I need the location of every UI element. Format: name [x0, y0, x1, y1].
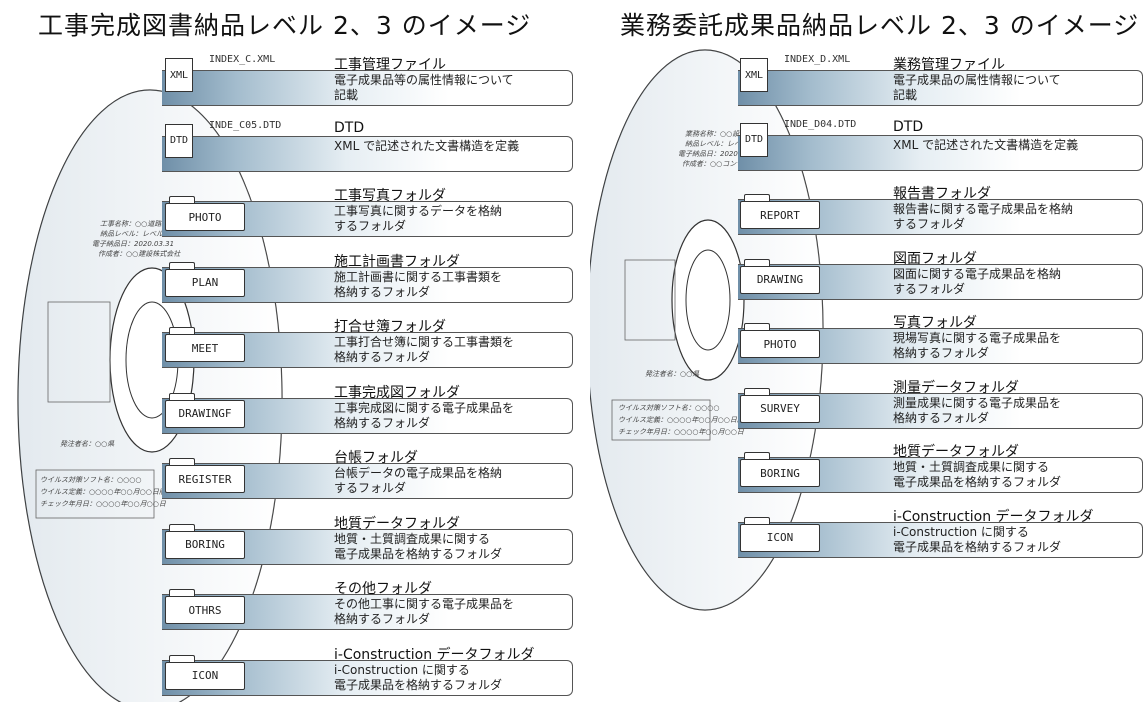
right-item-row: REPORT 報告書フォルダ報告書に関する電子成果品を格納するフォルダ — [590, 181, 1147, 246]
left-item-row: PHOTO 工事写真フォルダ工事写真に関するデータを格納するフォルダ — [0, 183, 590, 249]
right-item-desc: するフォルダ — [893, 282, 965, 297]
right-item-row: SURVEY 測量データフォルダ測量成果に関する電子成果品を格納するフォルダ — [590, 375, 1147, 440]
right-item-desc: 報告書に関する電子成果品を格納 — [893, 202, 1073, 217]
left-item-row: XML INDEX_C.XML 工事管理ファイル電子成果品等の属性情報について記載 — [0, 52, 590, 118]
left-folder-icon[interactable]: DRAWINGF — [165, 400, 245, 428]
right-item-desc: 測量成果に関する電子成果品を — [893, 396, 1061, 411]
right-item-desc: i-Construction に関する — [893, 525, 1029, 540]
left-item-row: DTD INDE_C05.DTD DTD XML で記述された文書構造を定義 — [0, 118, 590, 184]
left-item-desc: 電子成果品を格納するフォルダ — [334, 547, 502, 562]
right-item-title: 測量データフォルダ — [893, 377, 1019, 397]
left-item-desc: 格納するフォルダ — [334, 612, 430, 627]
right-file-name: INDEX_D.XML — [784, 54, 850, 65]
left-item-row: PLAN 施工計画書フォルダ施工計画書に関する工事書類を格納するフォルダ — [0, 249, 590, 315]
left-item-row: REGISTER 台帳フォルダ台帳データの電子成果品を格納するフォルダ — [0, 445, 590, 511]
right-file-icon[interactable]: XML — [740, 58, 768, 92]
left-item-title: その他フォルダ — [334, 578, 432, 598]
left-folder-icon[interactable]: ICON — [165, 662, 245, 690]
left-file-icon[interactable]: DTD — [165, 124, 193, 158]
left-item-desc: 格納するフォルダ — [334, 416, 430, 431]
left-folder-icon[interactable]: OTHRS — [165, 596, 245, 624]
left-item-desc: 台帳データの電子成果品を格納 — [334, 466, 502, 481]
left-item-desc: i-Construction に関する — [334, 663, 470, 678]
right-item-row: DTD INDE_D04.DTD DTD XML で記述された文書構造を定義 — [590, 117, 1147, 182]
left-item-desc: 施工計画書に関する工事書類を — [334, 270, 502, 285]
right-folder-icon[interactable]: BORING — [740, 459, 820, 487]
right-item-desc: 地質・土質調査成果に関する — [893, 460, 1049, 475]
left-item-title: i-Construction データフォルダ — [334, 644, 535, 664]
left-item-desc: 電子成果品等の属性情報について — [334, 73, 514, 88]
right-item-title: i-Construction データフォルダ — [893, 506, 1094, 526]
right-item-title: 地質データフォルダ — [893, 441, 1019, 461]
left-item-title: 台帳フォルダ — [334, 447, 418, 467]
left-item-title: 工事管理ファイル — [334, 54, 446, 74]
left-item-row: BORING 地質データフォルダ地質・土質調査成果に関する電子成果品を格納するフォ… — [0, 511, 590, 577]
left-item-row: DRAWINGF 工事完成図フォルダ工事完成図に関する電子成果品を格納するフォルダ — [0, 380, 590, 446]
left-item-desc: 格納するフォルダ — [334, 350, 430, 365]
left-file-name: INDEX_C.XML — [209, 54, 275, 65]
right-item-row: DRAWING 図面フォルダ図面に関する電子成果品を格納するフォルダ — [590, 246, 1147, 311]
left-item-title: 打合せ簿フォルダ — [334, 316, 446, 336]
right-item-row: XML INDEX_D.XML 業務管理ファイル電子成果品の属性情報について記載 — [590, 52, 1147, 117]
right-item-title: 図面フォルダ — [893, 248, 977, 268]
right-item-desc: 記載 — [893, 88, 917, 103]
right-item-title: DTD — [893, 119, 923, 135]
right-file-name: INDE_D04.DTD — [784, 119, 856, 130]
right-item-desc: 電子成果品を格納するフォルダ — [893, 540, 1061, 555]
left-item-row: OTHRS その他フォルダその他工事に関する電子成果品を格納するフォルダ — [0, 576, 590, 642]
left-item-title: 施工計画書フォルダ — [334, 251, 460, 271]
left-file-name: INDE_C05.DTD — [209, 120, 281, 131]
right-item-desc: 図面に関する電子成果品を格納 — [893, 267, 1061, 282]
right-item-desc: 格納するフォルダ — [893, 346, 989, 361]
left-folder-icon[interactable]: PLAN — [165, 269, 245, 297]
right-item-desc: 電子成果品を格納するフォルダ — [893, 475, 1061, 490]
left-item-title: 工事完成図フォルダ — [334, 382, 460, 402]
right-item-row: PHOTO 写真フォルダ現場写真に関する電子成果品を格納するフォルダ — [590, 310, 1147, 375]
left-item-title: 工事写真フォルダ — [334, 185, 446, 205]
right-folder-icon[interactable]: ICON — [740, 524, 820, 552]
left-item-desc: 格納するフォルダ — [334, 285, 430, 300]
left-folder-icon[interactable]: REGISTER — [165, 465, 245, 493]
right-item-desc: XML で記述された文書構造を定義 — [893, 138, 1078, 153]
left-item-desc: 地質・土質調査成果に関する — [334, 532, 490, 547]
left-item-desc: その他工事に関する電子成果品を — [334, 597, 514, 612]
left-item-desc: 工事打合せ簿に関する工事書類を — [334, 335, 514, 350]
left-item-desc: 記載 — [334, 88, 358, 103]
right-folder-icon[interactable]: SURVEY — [740, 395, 820, 423]
right-item-desc: 格納するフォルダ — [893, 411, 989, 426]
left-item-desc: するフォルダ — [334, 219, 406, 234]
right-item-title: 報告書フォルダ — [893, 183, 991, 203]
left-item-row: MEET 打合せ簿フォルダ工事打合せ簿に関する工事書類を格納するフォルダ — [0, 314, 590, 380]
left-folder-icon[interactable]: BORING — [165, 531, 245, 559]
right-item-desc: 現場写真に関する電子成果品を — [893, 331, 1061, 346]
left-panel: 工事完成図書納品レベル 2、3 のイメージ 工事名称：○○道路改良工事納品レベル… — [0, 0, 590, 702]
right-item-title: 写真フォルダ — [893, 312, 977, 332]
right-file-icon[interactable]: DTD — [740, 123, 768, 157]
right-folder-icon[interactable]: PHOTO — [740, 330, 820, 358]
right-panel: 業務委託成果品納品レベル 2、3 のイメージ 業務名称：○○設計業務納品レベル：… — [590, 0, 1147, 702]
right-item-title: 業務管理ファイル — [893, 54, 1005, 74]
right-item-row: BORING 地質データフォルダ地質・土質調査成果に関する電子成果品を格納するフォ… — [590, 439, 1147, 504]
left-item-desc: 工事写真に関するデータを格納 — [334, 204, 502, 219]
left-item-desc: するフォルダ — [334, 481, 406, 496]
left-item-desc: 工事完成図に関する電子成果品を — [334, 401, 514, 416]
right-folder-icon[interactable]: REPORT — [740, 201, 820, 229]
left-folder-icon[interactable]: MEET — [165, 334, 245, 362]
left-folder-icon[interactable]: PHOTO — [165, 203, 245, 231]
left-item-desc: XML で記述された文書構造を定義 — [334, 139, 519, 154]
left-item-title: DTD — [334, 120, 364, 136]
left-item-title: 地質データフォルダ — [334, 513, 460, 533]
right-folder-icon[interactable]: DRAWING — [740, 266, 820, 294]
right-item-desc: 電子成果品の属性情報について — [893, 73, 1061, 88]
left-file-icon[interactable]: XML — [165, 58, 193, 92]
left-item-desc: 電子成果品を格納するフォルダ — [334, 678, 502, 693]
right-item-desc: するフォルダ — [893, 217, 965, 232]
